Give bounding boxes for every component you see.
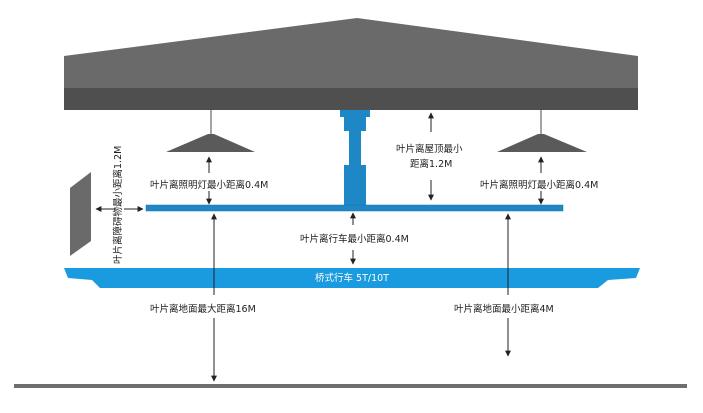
label-crane-gap: 叶片离行车最小距离0.4M bbox=[300, 233, 409, 245]
bridge-crane bbox=[64, 268, 640, 288]
floor bbox=[14, 384, 687, 388]
label-floor-min: 叶片离地面最小距离4M bbox=[454, 303, 554, 315]
label-light-right: 叶片离照明灯最小距离0.4M bbox=[480, 179, 598, 191]
fan-motor-assembly bbox=[340, 110, 370, 205]
label-floor-max: 叶片离地面最大距离16M bbox=[150, 303, 256, 315]
roof bbox=[64, 18, 638, 110]
light-right bbox=[497, 110, 587, 152]
light-left bbox=[166, 110, 255, 152]
label-ceiling-line2: 距离1.2M bbox=[410, 158, 452, 170]
label-ceiling-line1: 叶片离屋顶最小 bbox=[396, 143, 463, 155]
fan-blade bbox=[145, 204, 564, 212]
label-light-left: 叶片离照明灯最小距离0.4M bbox=[150, 179, 268, 191]
roof-band bbox=[64, 88, 638, 110]
crane-label: 桥式行车 5T/10T bbox=[315, 272, 389, 284]
label-obstacle: 叶片离障碍物最小距离1.2M bbox=[112, 146, 124, 264]
obstacle-wall bbox=[70, 172, 91, 256]
